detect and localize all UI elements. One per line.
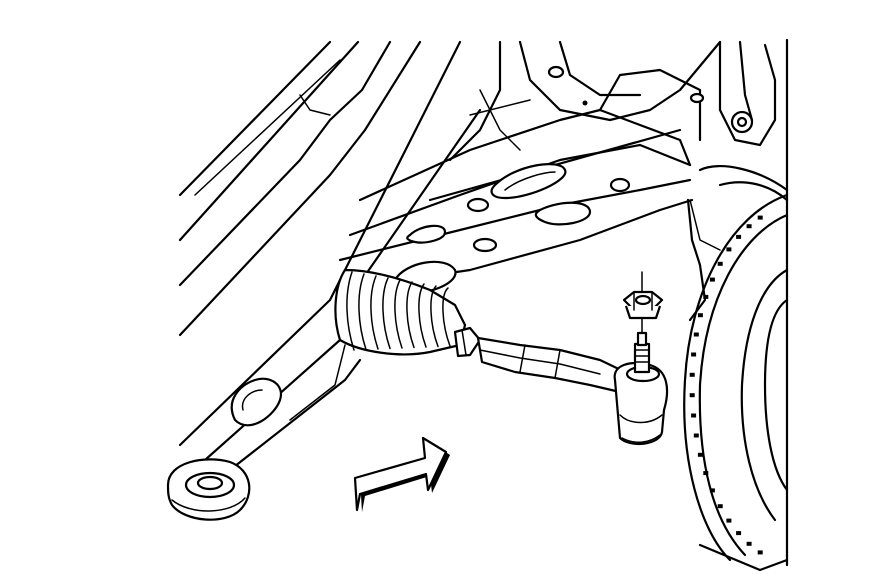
- rotor-vent-hole: [726, 247, 732, 252]
- cross-member-holes: [393, 65, 705, 294]
- rotor-vent-hole: [709, 488, 715, 493]
- lower-bushing: [166, 458, 251, 521]
- boot-rib: [370, 275, 379, 350]
- tie-rod: [453, 326, 627, 394]
- steering-knuckle: [686, 198, 707, 322]
- rail-cutout: [230, 377, 283, 427]
- boot-rib: [418, 283, 427, 348]
- rotor-vent-hole: [697, 313, 703, 318]
- frame-rail: [178, 40, 482, 472]
- rotor-vent-hole: [689, 372, 695, 377]
- tie-rod-end: [613, 331, 669, 446]
- rotor-vent-hole: [717, 504, 723, 509]
- rotor-vent-hole: [746, 224, 752, 229]
- rotor-vent-holes: [689, 215, 763, 555]
- cross-member: [333, 40, 722, 292]
- boot-rib: [358, 273, 367, 351]
- rotor-vent-hole: [717, 261, 723, 266]
- rotor-vent-hole: [757, 550, 763, 555]
- rotor-vent-hole: [703, 471, 709, 476]
- boot-rib: [382, 277, 391, 350]
- tie-rod-boot: [334, 268, 467, 356]
- rotor-vent-hole: [691, 413, 697, 418]
- boot-rib: [406, 281, 415, 349]
- rotor-vent-hole: [709, 277, 715, 282]
- rotor-vent-hole: [757, 215, 763, 220]
- rotor-vent-hole: [693, 433, 699, 438]
- rotor-vent-hole: [697, 452, 703, 457]
- boot-rib: [394, 279, 403, 349]
- boot-rib: [430, 285, 439, 348]
- rotor-vent-hole: [693, 332, 699, 337]
- rotor-vent-hole: [689, 393, 695, 398]
- direction-arrow-icon: [353, 436, 450, 512]
- rotor-vent-hole: [691, 352, 697, 357]
- rotor-vent-hole: [726, 518, 732, 523]
- boot-rib: [442, 287, 451, 347]
- rotor-vent-hole: [746, 541, 752, 546]
- rotor-vent-hole: [736, 531, 742, 536]
- boot-rib: [346, 271, 355, 351]
- upper-bracket: [718, 40, 777, 147]
- hex-nut: [622, 271, 664, 334]
- rotor-vent-hole: [736, 234, 742, 239]
- rotor-vent-hole: [703, 294, 709, 299]
- brake-rotor: [683, 165, 789, 572]
